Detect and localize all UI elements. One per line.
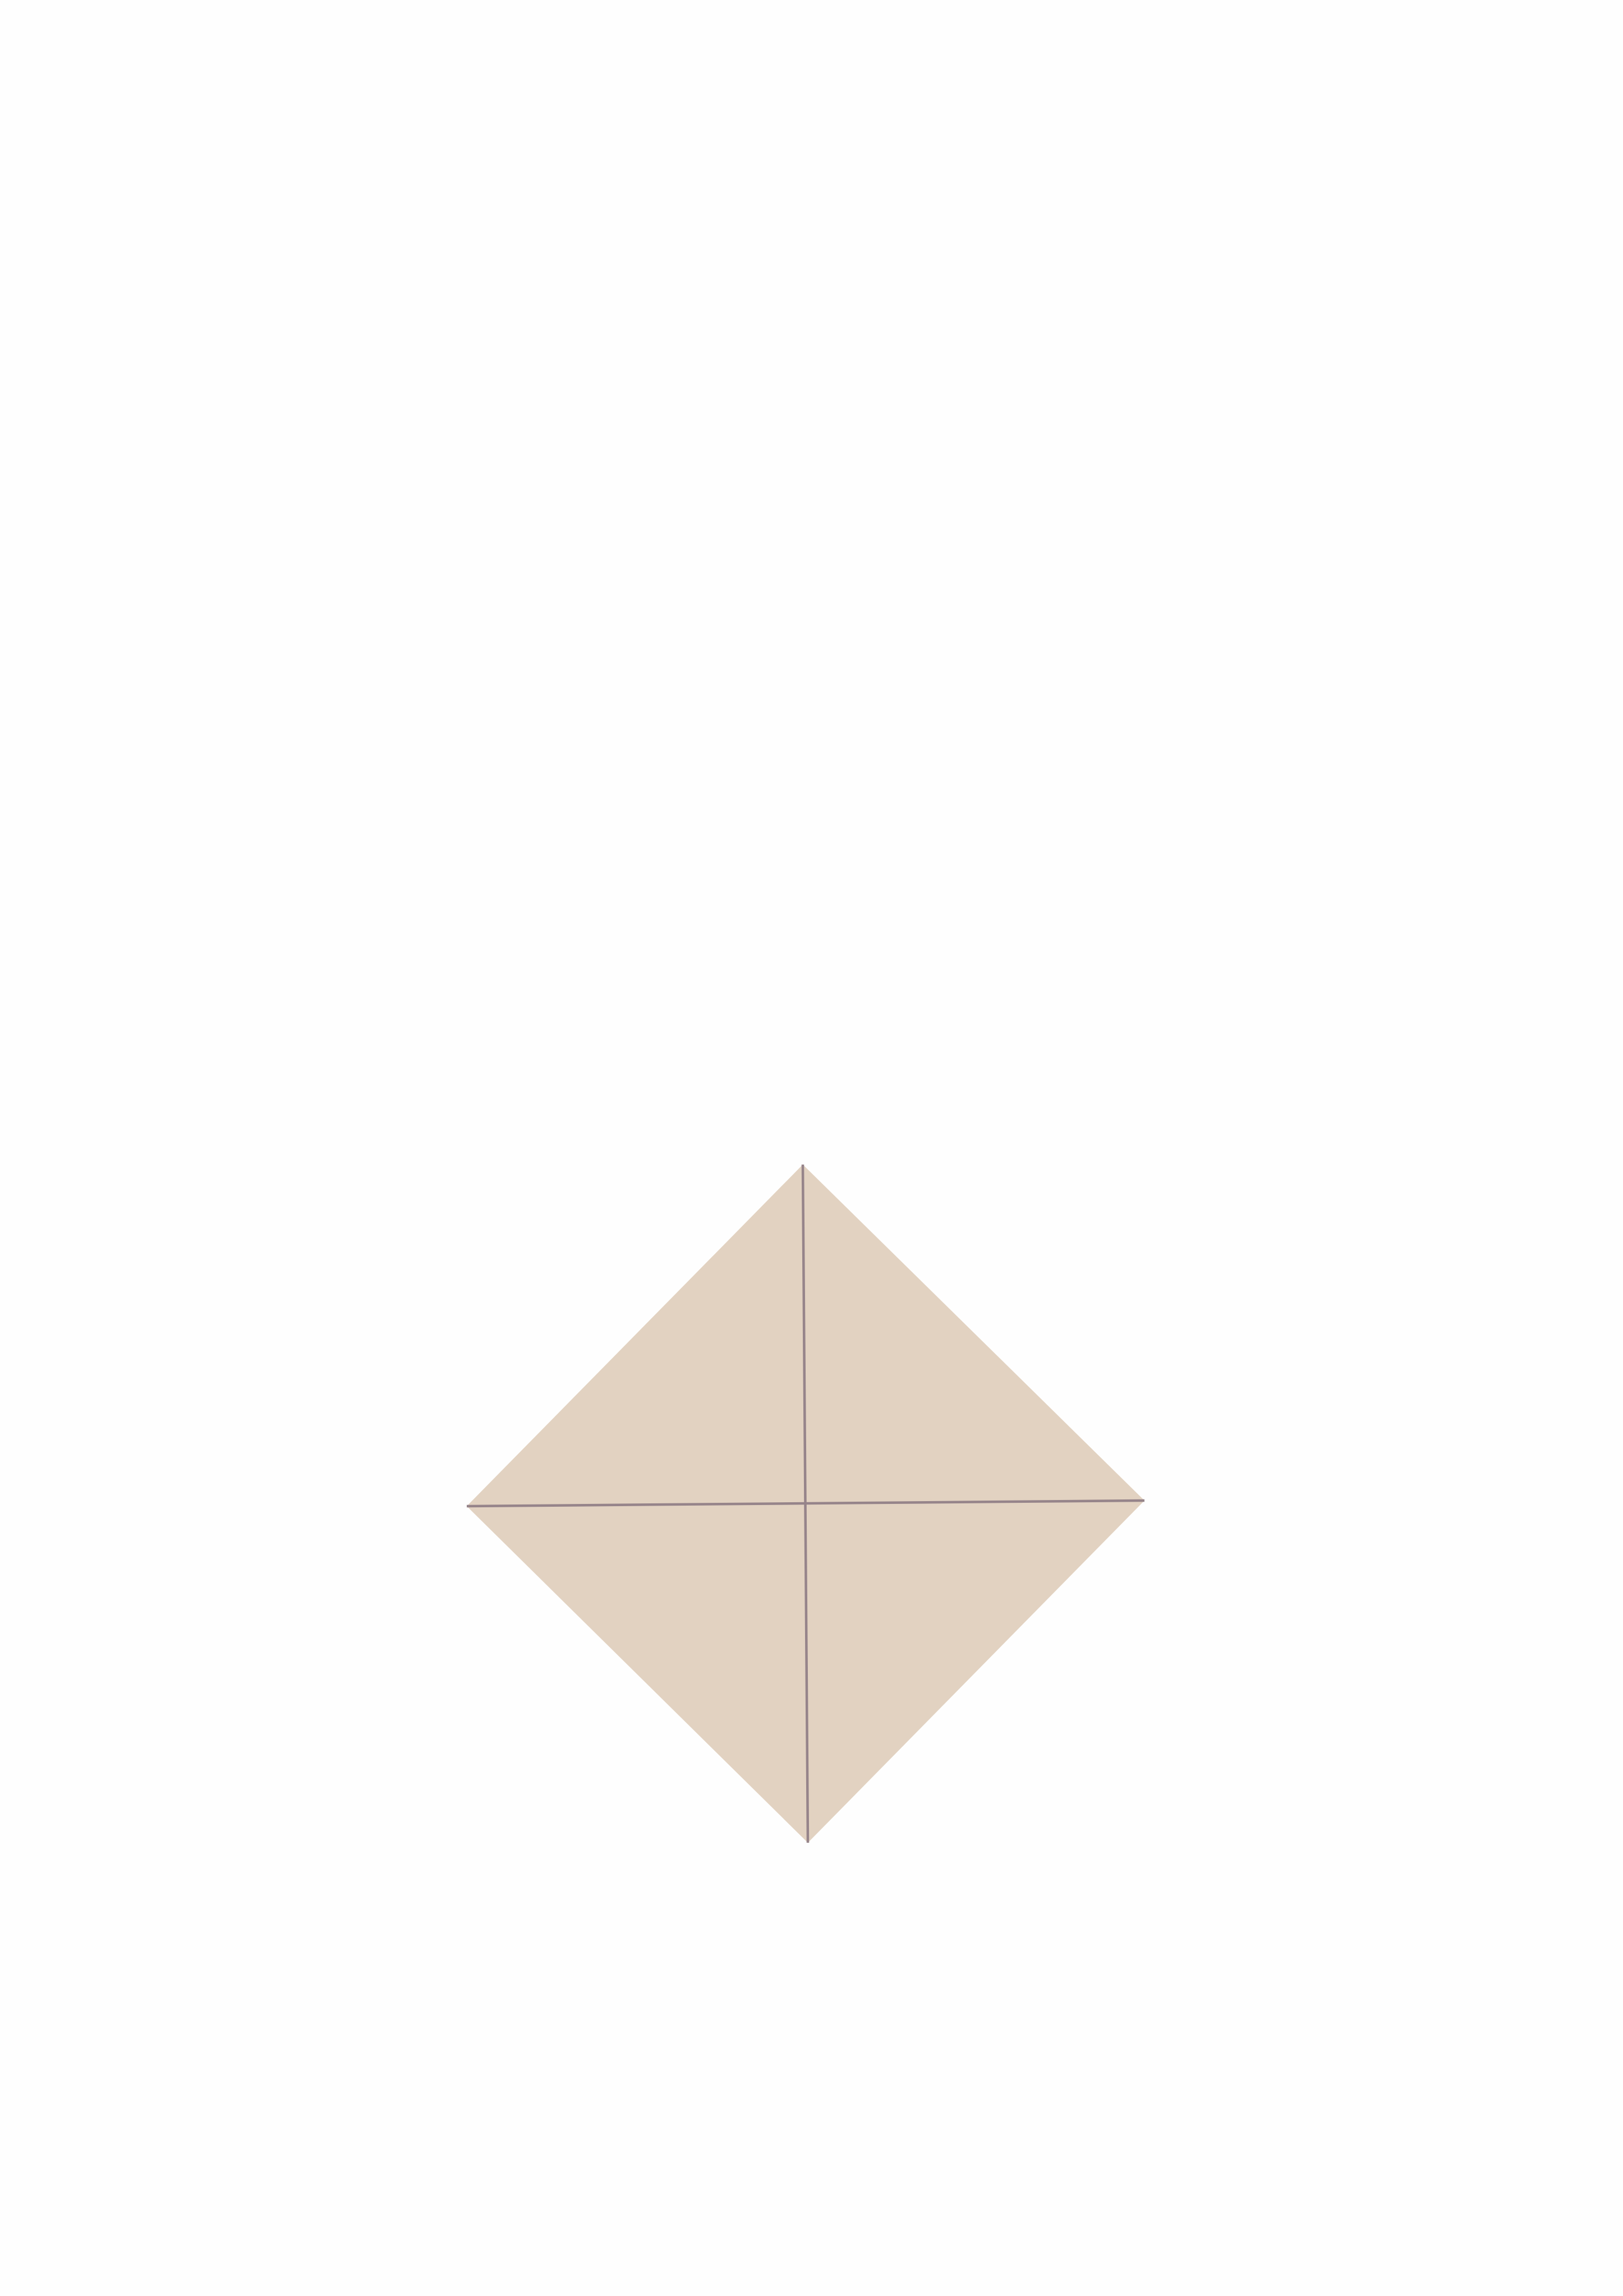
- fold-line-horizontal: [466, 1499, 1145, 1508]
